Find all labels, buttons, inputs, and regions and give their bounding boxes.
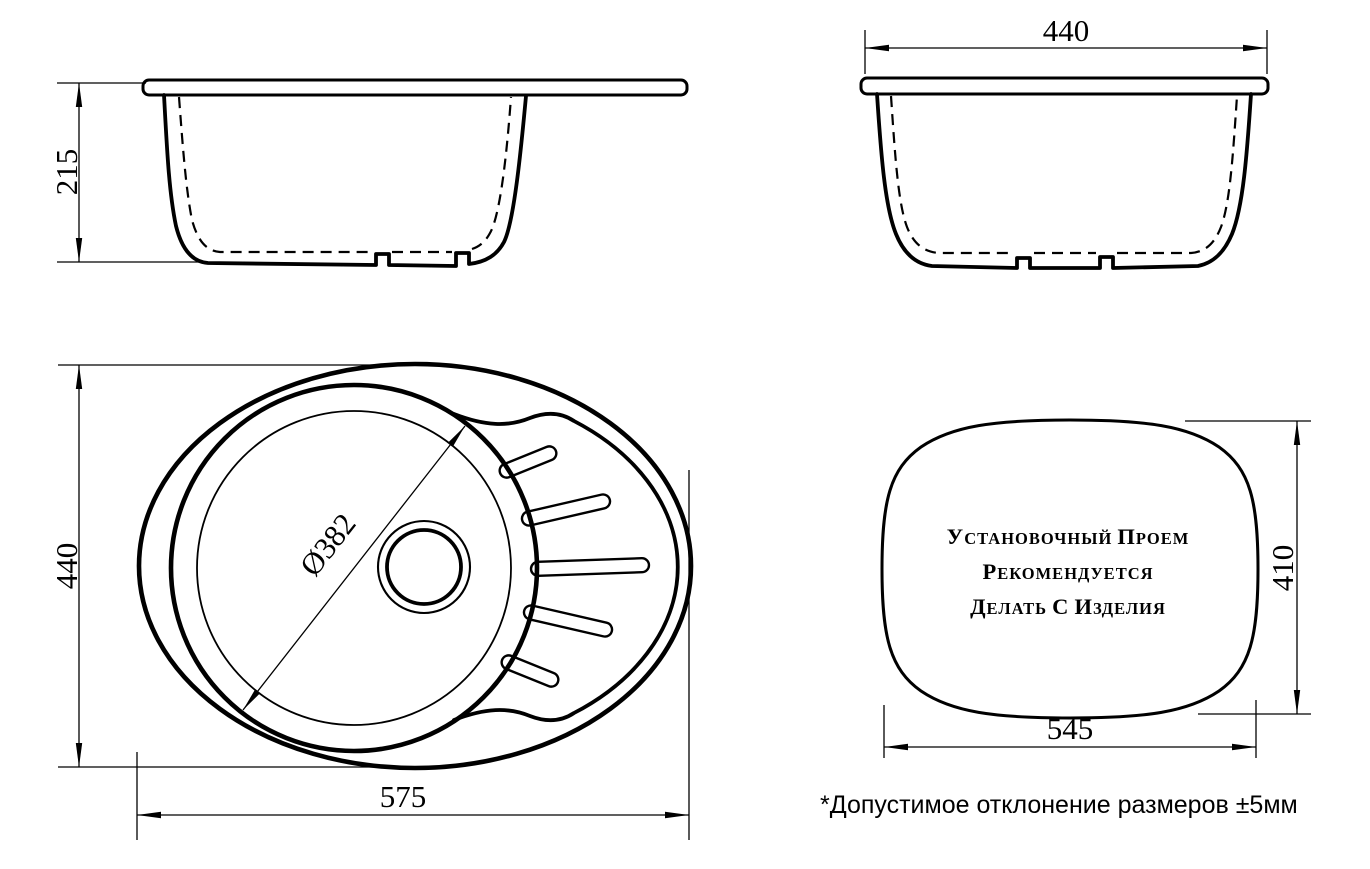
rib-4 xyxy=(522,604,614,638)
dim-bowl-diameter: Ø382 xyxy=(242,425,466,711)
cutout-width-label: 545 xyxy=(1047,711,1094,746)
dim-top-width: 440 xyxy=(49,364,402,768)
rib-1 xyxy=(498,445,558,479)
sink-outer-outline xyxy=(136,361,694,771)
dim-cutout-height: 410 xyxy=(1185,420,1311,715)
side-rim-flange xyxy=(141,78,689,97)
side-bowl-outline xyxy=(162,93,528,268)
front-bowl-outline xyxy=(875,92,1253,270)
front-bowl-inner-dashed xyxy=(889,95,1239,255)
cutout-view: 410 545 xyxy=(880,418,1311,758)
cutout-note-line-3: ДЕЛАТЬ С ИЗДЕЛИЯ xyxy=(970,594,1166,619)
top-length-label: 575 xyxy=(380,779,427,814)
cutout-outline xyxy=(880,418,1260,720)
front-width-label: 440 xyxy=(1043,13,1090,48)
front-section-view: 440 xyxy=(859,13,1270,270)
top-plan-view: Ø382 440 575 xyxy=(49,361,694,840)
cutout-note-line-2: РЕКОМЕНДУЕТСЯ xyxy=(982,559,1154,584)
cutout-note-line-1: УСТАНОВОЧНЫЙ ПРОЕМ xyxy=(946,524,1190,549)
dim-side-depth: 215 xyxy=(49,82,200,263)
bowl-inner-edge xyxy=(196,410,512,726)
rib-2 xyxy=(520,493,612,527)
bowl-outer-edge xyxy=(168,382,540,754)
dim-cutout-width: 545 xyxy=(883,700,1257,758)
drainboard-ribs xyxy=(498,445,651,688)
dim-front-width: 440 xyxy=(864,13,1268,74)
side-bowl-inner-dashed xyxy=(177,96,513,254)
side-depth-label: 215 xyxy=(49,149,84,196)
cutout-note: УСТАНОВОЧНЫЙ ПРОЕМ РЕКОМЕНДУЕТСЯ ДЕЛАТЬ … xyxy=(898,520,1238,625)
dim-top-length: 575 xyxy=(136,470,690,840)
drain-hole xyxy=(385,528,463,606)
rib-3 xyxy=(529,556,651,578)
drainboard-edge xyxy=(452,411,680,723)
front-rim-flange xyxy=(859,76,1270,96)
tolerance-footnote: *Допустимое отклонение размеров ±5мм xyxy=(820,791,1298,819)
top-width-label: 440 xyxy=(49,543,84,590)
rib-5 xyxy=(500,654,560,688)
drain-outer-ring xyxy=(376,519,472,615)
cutout-height-label: 410 xyxy=(1265,545,1300,592)
side-section-view: 215 xyxy=(49,78,689,268)
